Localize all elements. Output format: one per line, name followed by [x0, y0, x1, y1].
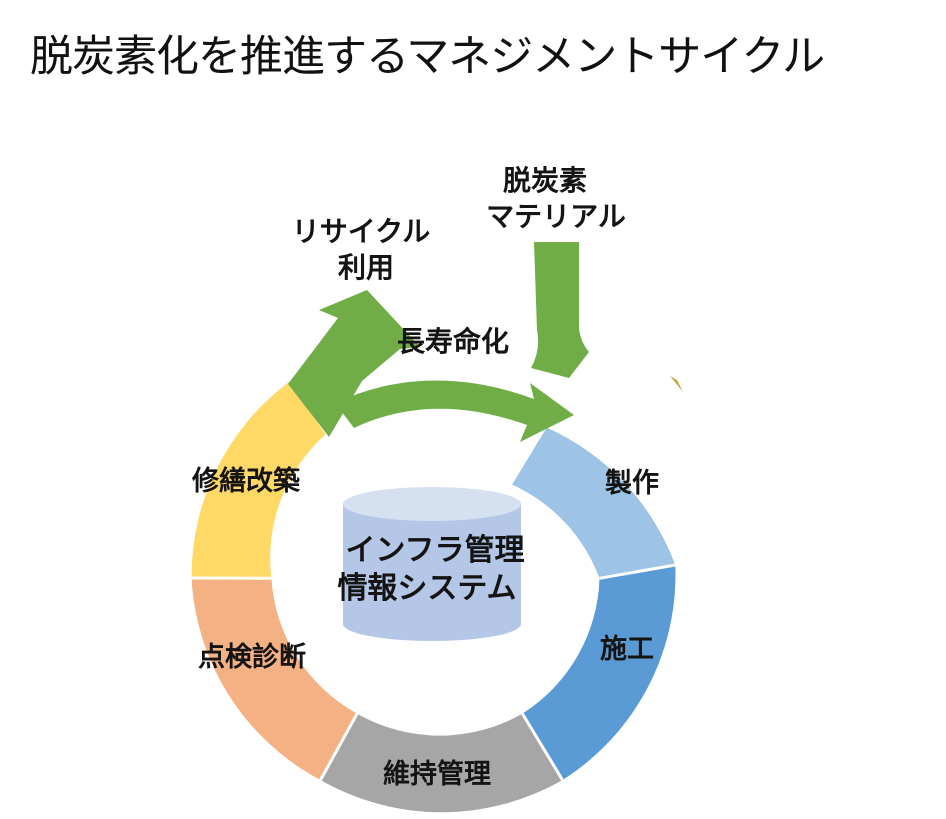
cycle-segment-repair: [191, 382, 326, 579]
segment-dividers: [191, 426, 676, 781]
recycle-label-line1: リサイクル: [292, 215, 431, 248]
segment-label-construction: 施工: [600, 634, 654, 665]
database-cylinder-body: [343, 504, 521, 641]
green-arrows: [288, 242, 589, 442]
database-cylinder-top: [343, 487, 521, 521]
stray-mark: [670, 376, 683, 392]
segment-label-inspection: 点検診断: [198, 641, 306, 673]
material-label-line1: 脱炭素: [503, 164, 587, 197]
recycle-label-line2: 利用: [338, 251, 394, 284]
material-label-line2: マテリアル: [486, 200, 626, 233]
cycle-segment-inspection: [191, 578, 358, 780]
recycle-arrow: [288, 290, 420, 437]
cycle-segment-construction: [522, 565, 676, 780]
longevity-label: 長寿命化: [397, 325, 509, 358]
cycle-segment-maintenance: [320, 713, 563, 813]
segment-label-manufacturing: 製作: [605, 468, 659, 499]
center-label-line2: 情報システム: [337, 571, 516, 606]
database-icon: [343, 487, 521, 641]
longevity-arrow: [335, 380, 574, 442]
segment-label-repair: 修繕改築: [191, 465, 301, 497]
cycle-segment-manufacturing: [510, 427, 676, 579]
page-title: 脱炭素化を推進するマネジメントサイクル: [30, 32, 825, 82]
segment-label-maintenance: 維持管理: [383, 759, 491, 790]
decarbonized-material-arrow: [531, 242, 589, 378]
center-label-line1: インフラ管理: [345, 533, 524, 568]
